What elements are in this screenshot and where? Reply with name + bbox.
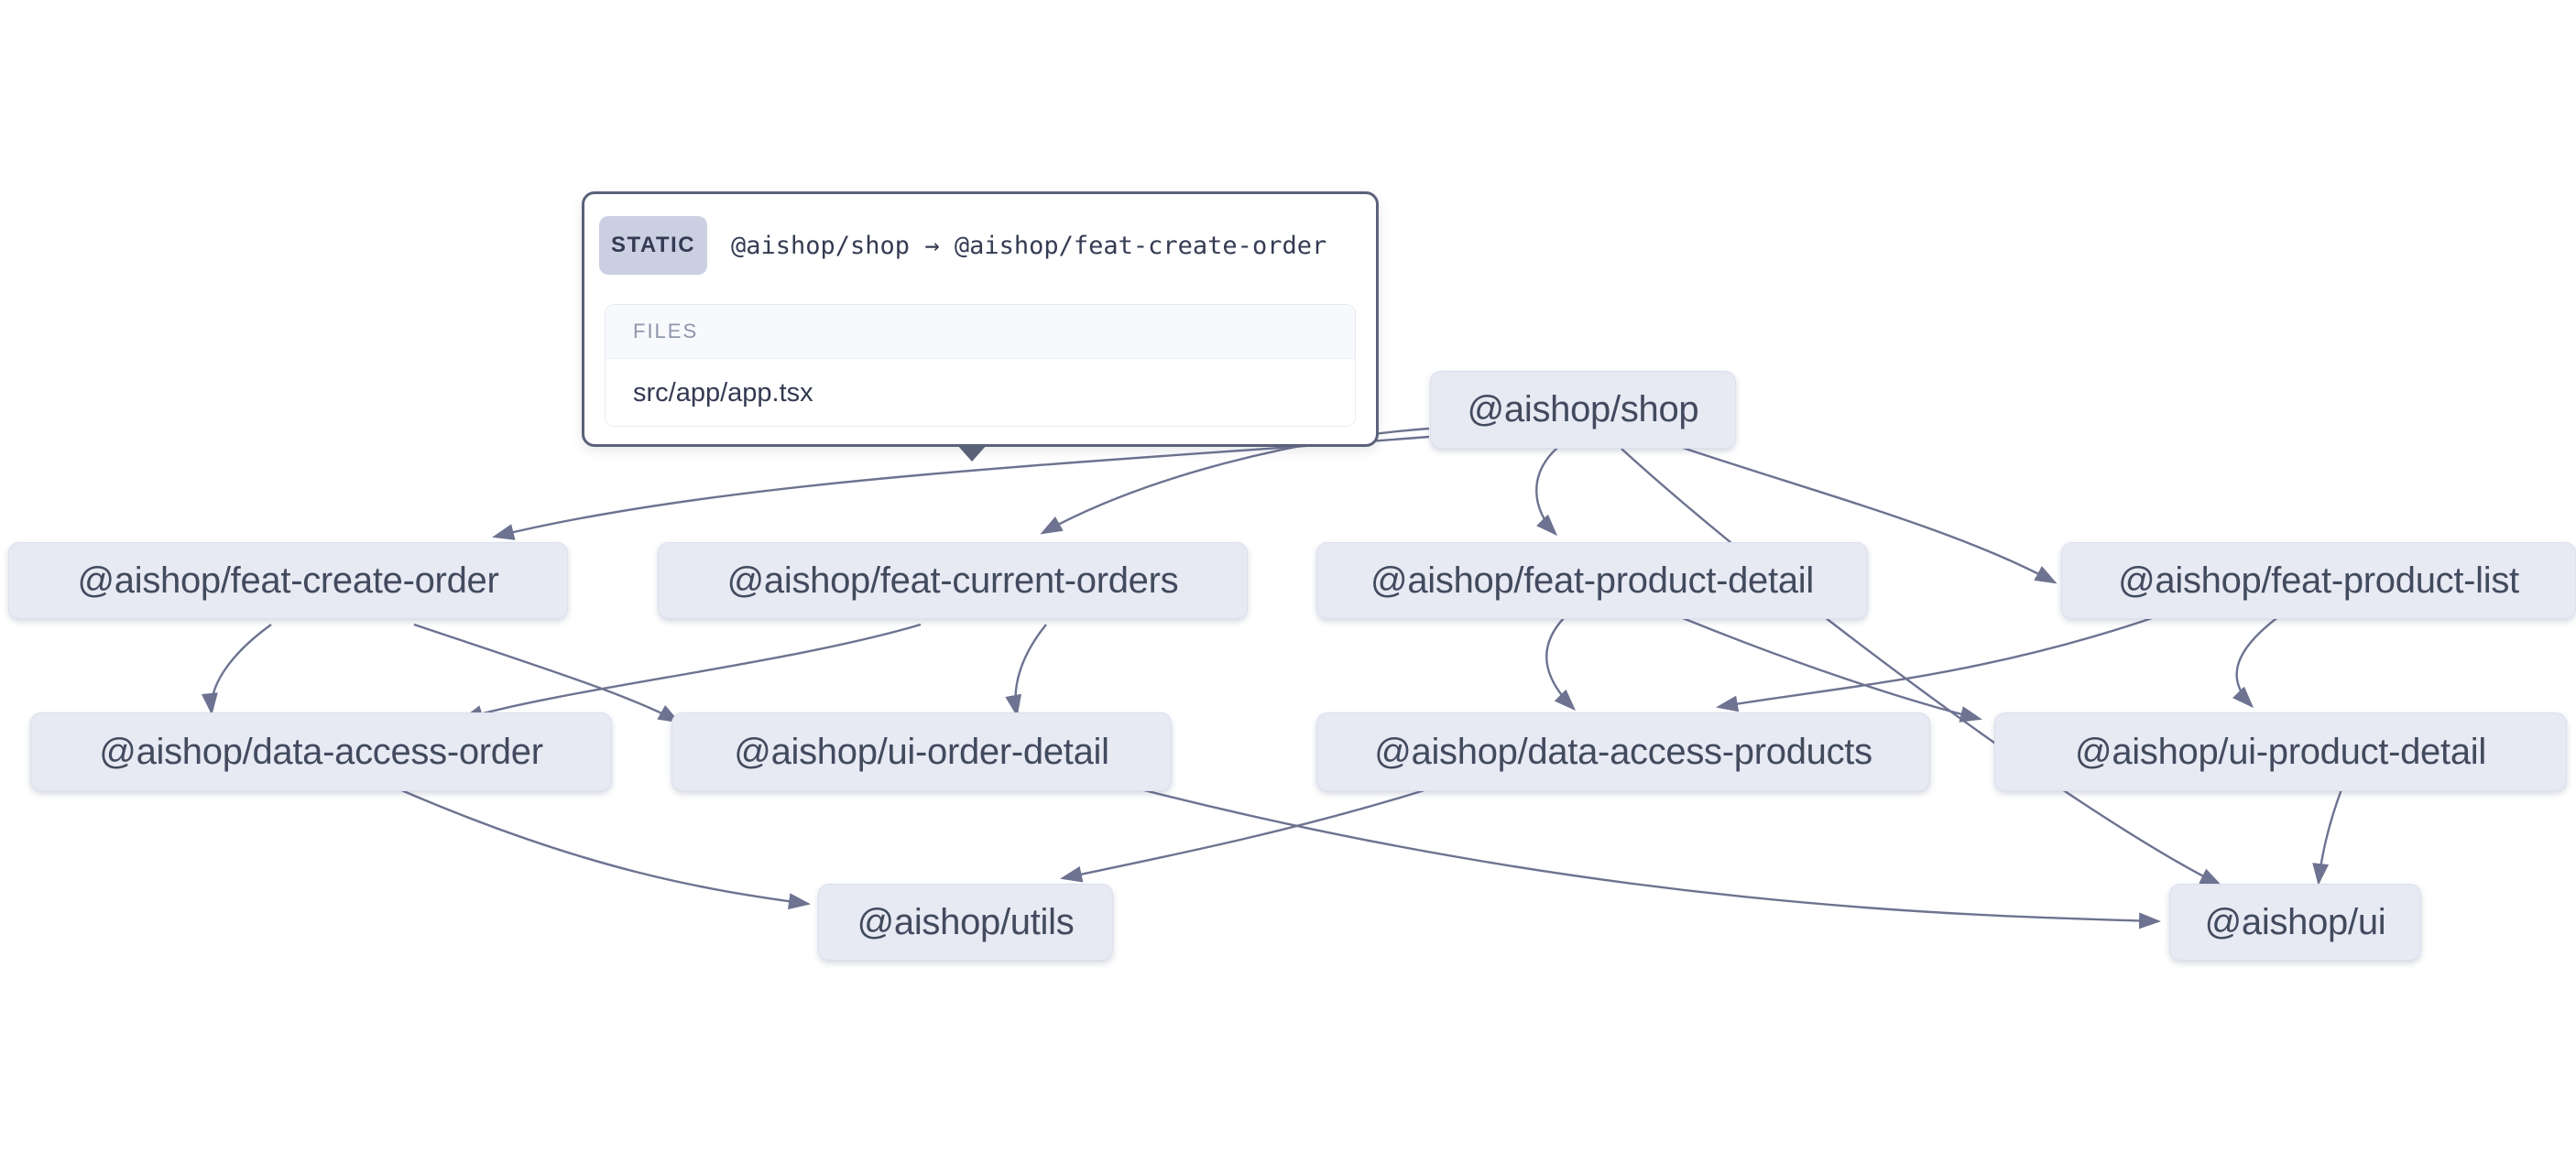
node-aishop-data-access-order[interactable]: @aishop/data-access-order: [30, 712, 612, 791]
node-aishop-feat-current-orders[interactable]: @aishop/feat-current-orders: [658, 542, 1248, 619]
edge-relation-text: @aishop/shop → @aishop/feat-create-order: [731, 231, 1327, 260]
edge-shop-to-feat-product-detail[interactable]: [1535, 447, 1558, 537]
node-aishop-ui-order-detail[interactable]: @aishop/ui-order-detail: [671, 712, 1172, 791]
node-aishop-ui[interactable]: @aishop/ui: [2169, 884, 2421, 961]
node-aishop-ui-product-detail[interactable]: @aishop/ui-product-detail: [1994, 712, 2567, 791]
edge-feat-current-orders-to-ui-order-detail[interactable]: [1005, 624, 1047, 717]
files-heading: FILES: [606, 305, 1355, 359]
edge-feat-product-detail-to-data-access-products[interactable]: [1545, 616, 1577, 712]
tooltip-caret-icon: [957, 445, 987, 462]
edge-ui-order-detail-to-ui[interactable]: [1140, 788, 2161, 929]
edge-files-panel: FILES src/app/app.tsx: [605, 304, 1356, 427]
node-aishop-feat-product-detail[interactable]: @aishop/feat-product-detail: [1316, 542, 1868, 619]
edge-shop-to-ui[interactable]: [1621, 448, 2222, 886]
edge-ui-product-detail-to-ui[interactable]: [2312, 788, 2343, 886]
edge-feat-create-order-to-data-access-order[interactable]: [201, 624, 272, 715]
file-path-item: src/app/app.tsx: [606, 359, 1355, 426]
edge-feat-product-detail-to-ui-product-detail[interactable]: [1677, 614, 1982, 723]
node-aishop-feat-product-list[interactable]: @aishop/feat-product-list: [2061, 542, 2576, 619]
node-aishop-data-access-products[interactable]: @aishop/data-access-products: [1316, 712, 1930, 791]
edge-type-badge: STATIC: [599, 216, 707, 275]
edge-shop-to-feat-create-order[interactable]: [492, 435, 1430, 540]
edge-tooltip-header: STATIC @aishop/shop → @aishop/feat-creat…: [584, 194, 1376, 275]
edge-feat-product-list-to-data-access-products[interactable]: [1716, 614, 2158, 712]
edge-tooltip: STATIC @aishop/shop → @aishop/feat-creat…: [582, 191, 1379, 447]
node-aishop-feat-create-order[interactable]: @aishop/feat-create-order: [8, 542, 568, 619]
edge-feat-current-orders-to-data-access-order[interactable]: [461, 623, 922, 722]
edge-shop-to-feat-product-list[interactable]: [1682, 446, 2058, 584]
edge-feat-create-order-to-ui-order-detail[interactable]: [413, 623, 681, 723]
edge-data-access-products-to-utils[interactable]: [1060, 788, 1428, 883]
node-aishop-utils[interactable]: @aishop/utils: [818, 884, 1113, 961]
node-aishop-shop[interactable]: @aishop/shop: [1430, 371, 1736, 449]
edge-feat-product-list-to-ui-product-detail[interactable]: [2232, 615, 2280, 709]
edge-data-access-order-to-utils[interactable]: [398, 788, 811, 910]
